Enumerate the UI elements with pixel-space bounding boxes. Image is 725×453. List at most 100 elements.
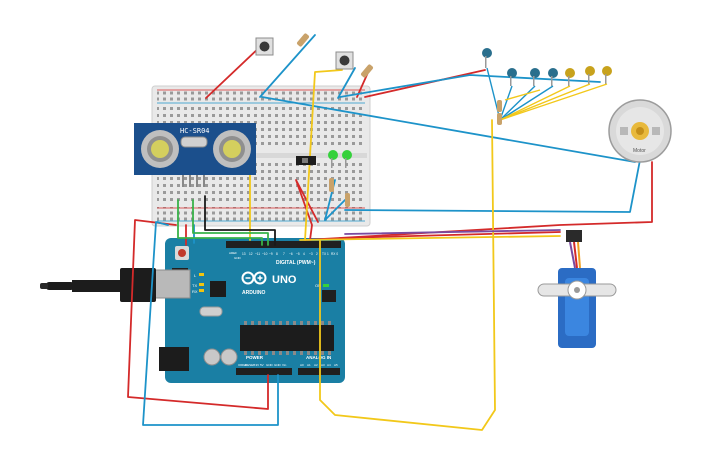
rx-led	[199, 289, 204, 292]
pin-label: ~5	[296, 252, 300, 256]
ultrasonic-sensor[interactable]: HC-SR04	[134, 123, 256, 187]
slide-switch[interactable]	[296, 156, 316, 165]
pin-label: 8	[276, 252, 278, 256]
wire-yellow[interactable]	[319, 119, 496, 431]
pin-label: 13	[242, 252, 246, 256]
green-led-1[interactable]	[328, 150, 338, 168]
pin-label: A5	[334, 363, 338, 367]
digital-pin-labels: 13 12 ~11 ~10 ~9 8 7 ~6 ~5 4 ~3 2 TX 1 R…	[242, 252, 338, 256]
analog-header[interactable]	[298, 368, 340, 375]
tx-led	[199, 283, 204, 286]
reset-button-cap[interactable]	[178, 249, 186, 257]
digital-header[interactable]	[226, 241, 341, 248]
pin-label: ~11	[255, 252, 260, 256]
rx-label: RX	[192, 289, 198, 294]
wire-blue[interactable]	[339, 74, 601, 98]
blue-led[interactable]	[530, 68, 540, 86]
pin-label: A4	[327, 363, 331, 367]
wire-purple[interactable]	[344, 229, 561, 235]
wire-blue[interactable]	[344, 159, 641, 213]
arduino-logo-text: ARDUINO	[242, 290, 265, 296]
pin-label: A1	[307, 363, 311, 367]
pin-label: GND	[274, 363, 282, 367]
resistor-2	[361, 64, 373, 78]
wire-blue[interactable]	[259, 34, 316, 98]
wire-blue[interactable]	[261, 96, 636, 163]
pin-label: ~10	[262, 252, 268, 256]
power-label: POWER	[246, 355, 264, 360]
led-array-resistors	[497, 100, 502, 125]
pin-label: 3.3V	[253, 363, 259, 367]
pin-label: Vin	[282, 363, 287, 367]
capacitor	[220, 348, 238, 366]
on-led	[323, 284, 329, 287]
pin-label: IOREF	[238, 363, 247, 367]
wires[interactable]	[127, 34, 653, 431]
sensor-pins	[182, 175, 205, 187]
resistor-bb	[329, 178, 350, 207]
pin-label: GND	[266, 363, 274, 367]
pin-label: ~3	[309, 252, 313, 256]
pin-label: 2	[316, 252, 318, 256]
led-array[interactable]	[482, 48, 612, 86]
yellow-led[interactable]	[602, 66, 612, 84]
pin-label: A3	[321, 363, 325, 367]
wire-blue[interactable]	[324, 179, 346, 221]
blue-led[interactable]	[548, 68, 558, 86]
wire-yellow[interactable]	[304, 69, 343, 241]
pin-label: RX 0	[331, 252, 338, 256]
analog-pin-labels: A0 A1 A2 A3 A4 A5	[300, 363, 338, 367]
gnd-label: GND	[234, 256, 242, 260]
pin-label: 12	[249, 252, 253, 256]
pin-label: 4	[303, 252, 305, 256]
yellow-led[interactable]	[585, 66, 595, 84]
wire-red[interactable]	[205, 44, 263, 99]
aref-label: AREF	[229, 251, 237, 255]
crystal	[199, 306, 223, 317]
tx-label: TX	[192, 283, 197, 288]
capacitor	[203, 348, 221, 366]
dc-motor[interactable]: Motor	[608, 99, 672, 163]
wire-red[interactable]	[127, 219, 269, 410]
pin-label: ~6	[289, 252, 293, 256]
pushbutton-1[interactable]	[255, 37, 274, 56]
power-header[interactable]	[236, 368, 292, 375]
pin-label: A0	[300, 363, 304, 367]
l-label: L	[194, 273, 197, 278]
blue-led[interactable]	[507, 68, 517, 86]
arduino-logo-icon	[241, 271, 267, 285]
atmega-chip	[240, 325, 334, 351]
sensor-model-label: HC-SR04	[180, 127, 210, 135]
motor-label: Motor	[633, 148, 646, 154]
usb-cable[interactable]	[40, 268, 156, 302]
pin-label: TX 1	[322, 252, 329, 256]
analog-label: ANALOG IN	[306, 355, 331, 360]
on-label: ON	[315, 283, 321, 288]
l-led	[199, 273, 204, 276]
resistor-1	[297, 33, 309, 47]
wire-blue[interactable]	[142, 221, 279, 426]
pushbutton-2[interactable]	[335, 51, 354, 70]
led-array-wires	[486, 67, 608, 121]
icsp2-header	[322, 290, 336, 302]
wire-green[interactable]	[192, 199, 269, 246]
yellow-led[interactable]	[565, 68, 575, 86]
pin-label: RESET	[245, 363, 255, 367]
green-led-2[interactable]	[342, 150, 352, 168]
wire-red[interactable]	[339, 231, 561, 239]
blue-led[interactable]	[482, 48, 492, 68]
pin-label: A2	[314, 363, 318, 367]
pin-label: 7	[283, 252, 285, 256]
wire-yellow[interactable]	[299, 235, 561, 241]
digital-label: DIGITAL (PWM~)	[276, 260, 316, 266]
power-pin-labels: IOREF RESET 3.3V 5V GND GND Vin	[238, 363, 287, 367]
power-jack[interactable]	[159, 347, 189, 371]
wire-black[interactable]	[204, 195, 276, 246]
wire-blue[interactable]	[337, 67, 356, 99]
pin-label: ~9	[269, 252, 273, 256]
arduino-model-label: UNO	[272, 274, 297, 286]
servo-motor[interactable]	[537, 230, 617, 348]
wire-green[interactable]	[177, 199, 263, 246]
arduino-uno-board[interactable]: ARDUINO UNO DIGITAL (PWM~) POWER ANALOG …	[149, 238, 345, 383]
